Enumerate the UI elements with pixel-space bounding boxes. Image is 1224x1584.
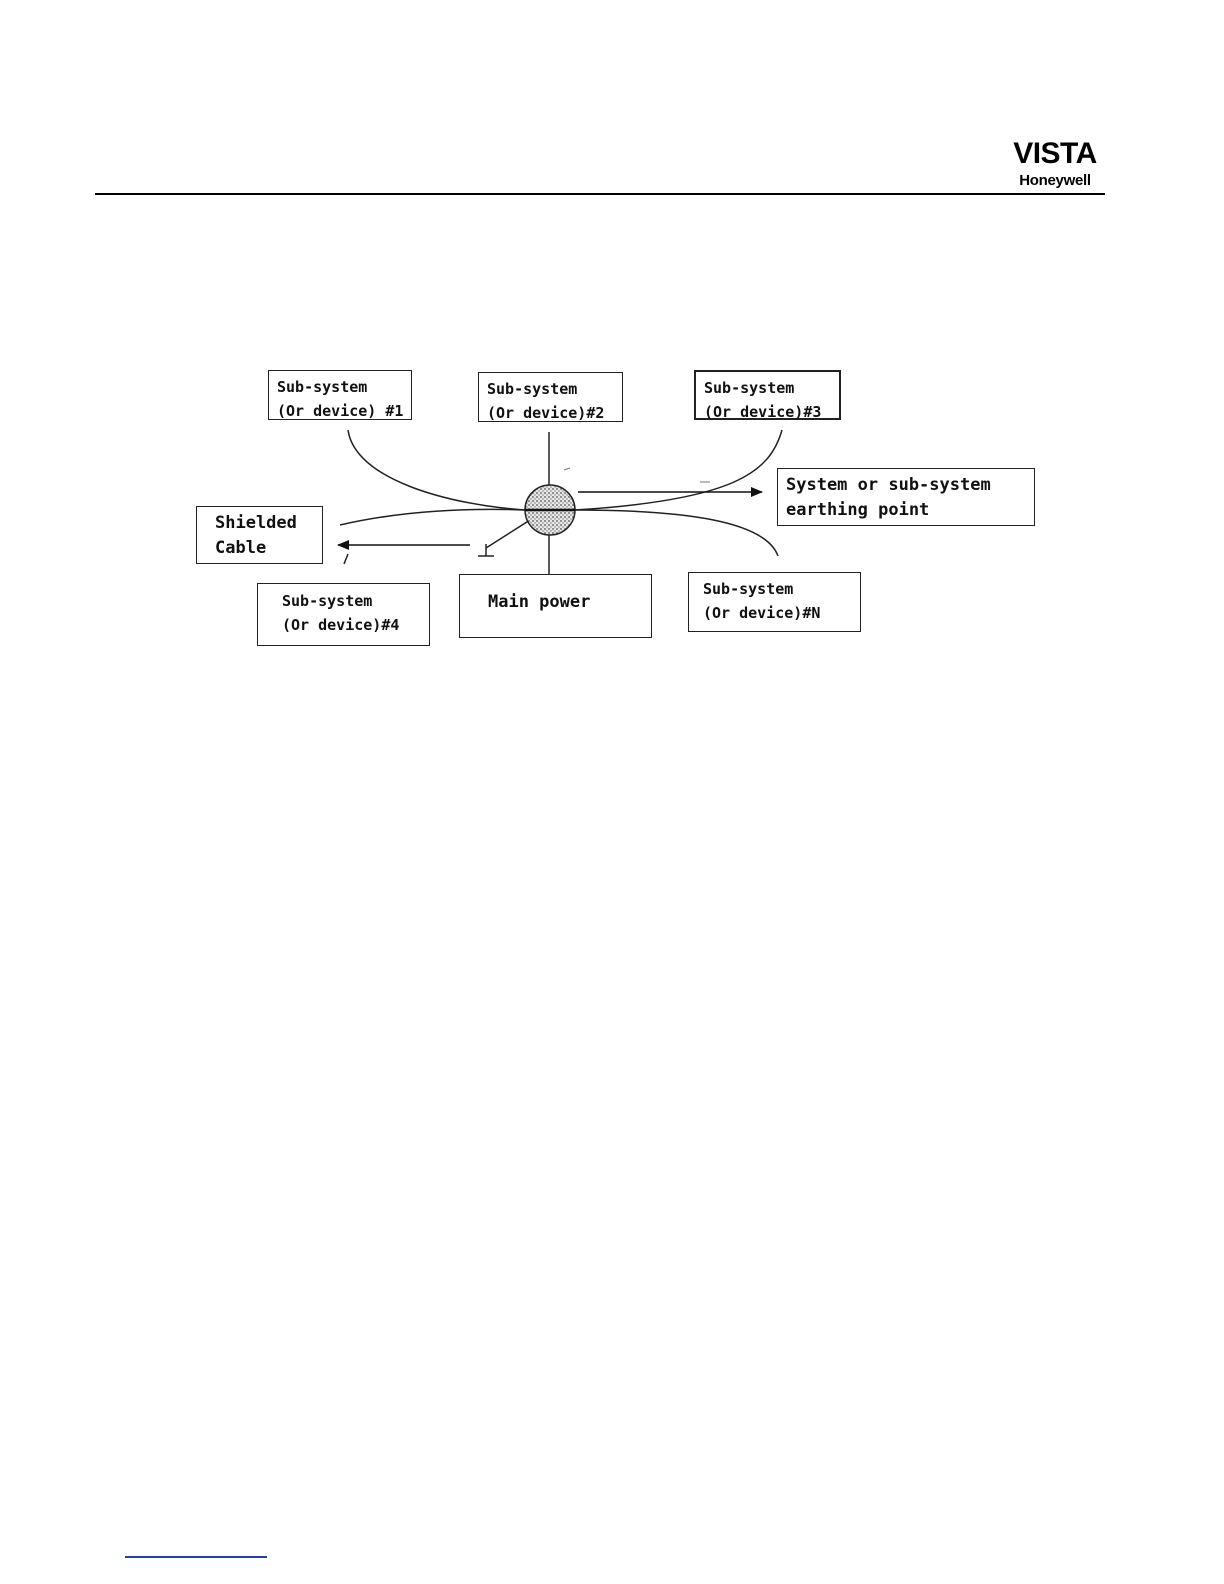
box-subsystem-n-line1: Sub-system [703, 577, 846, 601]
box-shielded-cable-line1: Shielded [215, 511, 314, 536]
logo-honeywell: Honeywell [1005, 171, 1105, 191]
box-main-power-line1: Main power [488, 590, 623, 615]
box-subsystem-1-line2: (Or device) #1 [277, 399, 403, 423]
box-earthing-point: System or sub-system earthing point [777, 468, 1035, 526]
box-subsystem-1: Sub-system (Or device) #1 [268, 370, 412, 420]
box-subsystem-4-line2: (Or device)#4 [282, 613, 405, 637]
curve-subN [575, 510, 778, 556]
box-subsystem-2-line1: Sub-system [487, 377, 614, 401]
box-subsystem-3: Sub-system (Or device)#3 [694, 370, 841, 420]
box-subsystem-n-line2: (Or device)#N [703, 601, 846, 625]
curve-sub3 [575, 430, 782, 510]
header-rule [95, 193, 1105, 195]
logo-vista: VISTA [1005, 136, 1105, 172]
curve-shielded [340, 509, 525, 525]
earthing-diagram: Sub-system (Or device) #1 Sub-system (Or… [180, 360, 1050, 660]
box-main-power: Main power [459, 574, 652, 638]
ground-line [486, 520, 530, 548]
box-shielded-cable-line2: Cable [215, 536, 314, 561]
box-shielded-cable: Shielded Cable [196, 506, 323, 564]
footer-link-underline [125, 1556, 267, 1558]
box-subsystem-4-line1: Sub-system [282, 589, 405, 613]
box-subsystem-4: Sub-system (Or device)#4 [257, 583, 430, 646]
box-subsystem-n: Sub-system (Or device)#N [688, 572, 861, 632]
box-earthing-point-line2: earthing point [786, 498, 1026, 523]
box-subsystem-2: Sub-system (Or device)#2 [478, 372, 623, 422]
box-subsystem-3-line2: (Or device)#3 [704, 400, 831, 424]
box-subsystem-2-line2: (Or device)#2 [487, 401, 614, 425]
curve-sub1 [348, 430, 525, 510]
box-subsystem-3-line1: Sub-system [704, 376, 831, 400]
box-earthing-point-line1: System or sub-system [786, 473, 1026, 498]
box-subsystem-1-line1: Sub-system [277, 375, 403, 399]
